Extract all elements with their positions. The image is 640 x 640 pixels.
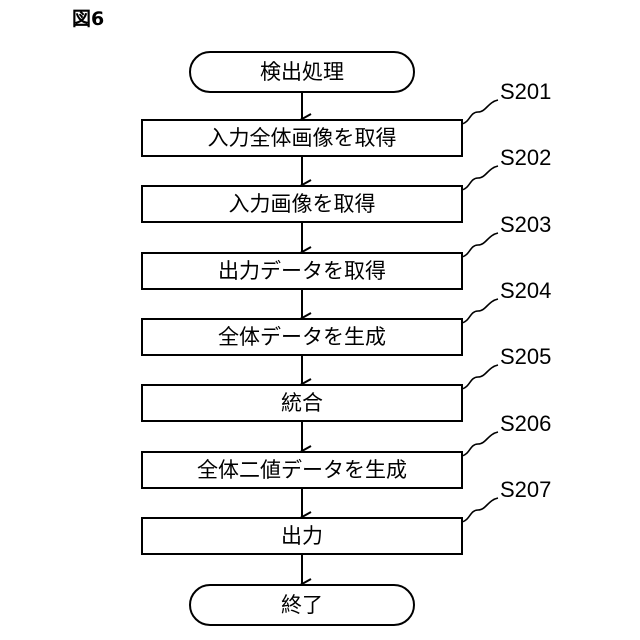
step-leader-line — [462, 498, 498, 522]
step-leader-line — [462, 432, 498, 456]
step-leader-line — [462, 365, 498, 389]
process-box-text: 出力データを取得 — [142, 253, 462, 289]
step-leader-line — [462, 233, 498, 257]
start-terminal-text: 検出処理 — [190, 52, 414, 92]
process-box-text: 入力画像を取得 — [142, 186, 462, 222]
step-label: S203 — [500, 213, 551, 237]
step-label: S206 — [500, 412, 551, 436]
process-box-text: 全体二値データを生成 — [142, 452, 462, 488]
process-box-text: 全体データを生成 — [142, 319, 462, 355]
step-leader-line — [462, 299, 498, 323]
step-leader-line — [462, 166, 498, 190]
step-label: S201 — [500, 80, 551, 104]
process-box-text: 統合 — [142, 385, 462, 421]
end-terminal-text: 終了 — [190, 585, 414, 625]
step-label: S205 — [500, 345, 551, 369]
process-box-text: 入力全体画像を取得 — [142, 120, 462, 156]
step-label: S207 — [500, 478, 551, 502]
process-box-text: 出力 — [142, 518, 462, 554]
step-label: S202 — [500, 146, 551, 170]
step-leader-line — [462, 100, 498, 124]
step-label: S204 — [500, 279, 551, 303]
